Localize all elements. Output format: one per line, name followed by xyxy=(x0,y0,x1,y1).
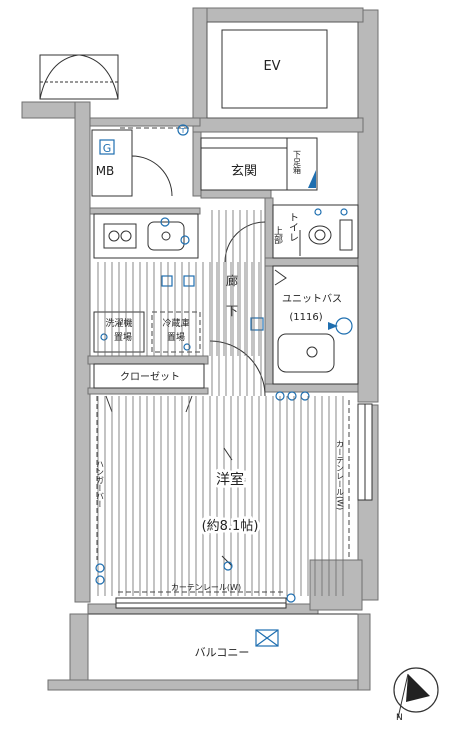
bath-door-swing xyxy=(209,340,266,397)
curtain-rail-right-label: カーテンレール(W) xyxy=(336,440,345,510)
wall-ev-left xyxy=(192,7,208,127)
north-arrow-icon: N xyxy=(393,667,439,723)
balcony-label: バルコニー xyxy=(195,646,250,659)
toilet-bowl xyxy=(308,225,332,245)
kitchen-counter xyxy=(93,213,199,259)
toilet-tank xyxy=(339,219,353,251)
genkan-box xyxy=(200,137,288,191)
hallway: 廊 下 廊下 xyxy=(209,221,266,397)
wall-closet-bottom xyxy=(87,387,209,395)
hallway-label-2: 下 xyxy=(226,304,238,318)
ev-area xyxy=(206,21,359,119)
shoebox-marker xyxy=(308,170,316,188)
closet-area: クローゼット xyxy=(93,363,205,413)
wall-ev-bottom xyxy=(192,117,364,133)
toilet-box xyxy=(272,204,359,259)
hallway-r-box xyxy=(250,317,264,331)
wall-toilet-bath xyxy=(264,257,359,267)
shoebox xyxy=(286,137,318,191)
hanger-bar-label: ハンガーバー xyxy=(96,460,105,508)
wall-right-upper xyxy=(357,9,379,403)
fridge-place-label: 置場 xyxy=(167,331,185,343)
wall-bath-bottom xyxy=(264,383,359,393)
wall-entrance-top xyxy=(89,117,201,127)
svg-text:N: N xyxy=(396,713,403,723)
outside-double-door xyxy=(39,54,119,100)
wall-left xyxy=(74,101,91,603)
fridge-place xyxy=(151,311,201,353)
shoebox-label: 下足箱 xyxy=(293,150,302,175)
mb-label: MB xyxy=(96,164,115,178)
fridge-label: 冷蔵庫 xyxy=(162,317,189,329)
ev-box xyxy=(221,29,328,109)
genkan-label: 玄関 xyxy=(231,164,257,179)
g-mark: G xyxy=(103,142,112,155)
balcony: バルコニー xyxy=(47,613,371,691)
t-mark-top xyxy=(177,124,189,136)
elevator-shaft: EV xyxy=(206,21,359,119)
unit-bath-size: (1116) xyxy=(289,312,322,323)
washer-place-label: 置場 xyxy=(114,331,132,343)
genkan-area: 玄関 下足箱 xyxy=(200,137,318,191)
stove xyxy=(103,223,137,249)
bathtub xyxy=(277,333,335,373)
unit-bath-box xyxy=(272,265,359,385)
floor-stripes xyxy=(97,210,344,596)
toilet-room: トイレ 上部 xyxy=(272,204,359,259)
wall-closet-top xyxy=(87,355,209,365)
western-room-size: (約8.1帖) xyxy=(202,519,259,534)
wall-ev-top xyxy=(192,7,364,23)
t-mark-text: T xyxy=(180,127,186,135)
wall-kitchen-top xyxy=(89,207,201,215)
balcony-rail xyxy=(47,679,371,691)
wall-genkan-left xyxy=(192,131,202,197)
windows: カーテンレール(W) カーテンレール(W) xyxy=(115,400,373,609)
g-box xyxy=(99,139,115,155)
unit-bath-room: ユニットバス (1116) xyxy=(272,265,359,401)
entrance-door-swing xyxy=(131,155,173,197)
hallway-label-1: 廊 xyxy=(226,273,238,288)
outer-door-frame xyxy=(39,54,119,100)
unit-bath-label: ユニットバス xyxy=(282,293,342,305)
ev-label: EV xyxy=(263,59,280,74)
western-room-label: 洋室 xyxy=(216,471,244,488)
toilet-label: トイレ xyxy=(287,212,299,242)
toilet-upper-label: 上部 xyxy=(272,226,283,245)
curtain-rail-bottom-label: カーテンレール(W) xyxy=(171,583,241,592)
wall-genkan-bottom xyxy=(200,189,272,199)
mb-area: G MB T xyxy=(91,124,190,197)
balcony-drain xyxy=(255,629,279,647)
closet-box xyxy=(93,363,205,389)
western-room: 洋室 (約8.1帖) ハンガーバー xyxy=(95,210,344,603)
closet-label: クローゼット xyxy=(120,371,180,383)
